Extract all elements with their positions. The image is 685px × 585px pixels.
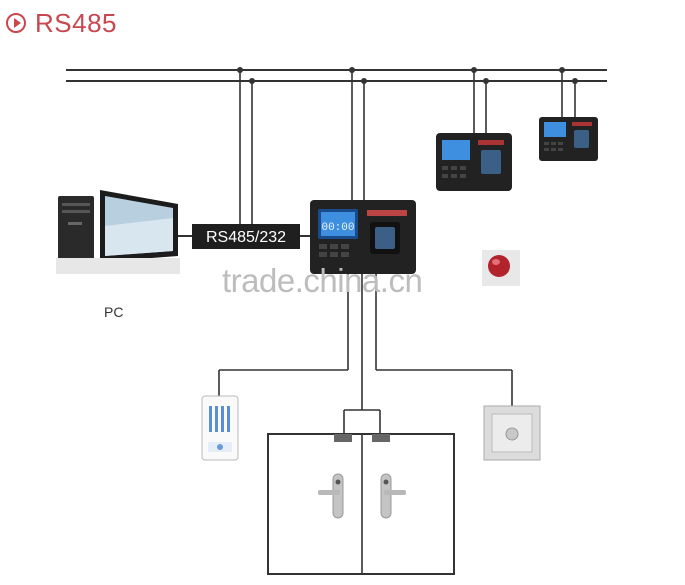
- pc-label: PC: [104, 304, 124, 320]
- doorbell-icon: [201, 395, 239, 461]
- rs485-232-converter: RS485/232: [178, 224, 312, 249]
- converter-label: RS485/232: [206, 229, 286, 246]
- fingerprint-terminal-main: 00:00: [310, 200, 416, 274]
- door-handle-icon: [380, 473, 406, 519]
- fingerprint-terminal-remote-2: [539, 117, 598, 161]
- fingerprint-terminal-remote-1: [436, 133, 512, 191]
- title-text: RS485: [35, 7, 117, 38]
- alarm-light-icon: [482, 250, 520, 286]
- bus-drops: [239, 70, 576, 224]
- exit-button-icon: [483, 405, 541, 461]
- double-door: [267, 433, 455, 575]
- watermark: trade.china.cn: [222, 262, 423, 299]
- play-circle-icon: [6, 13, 26, 33]
- diagram-title: RS485: [6, 6, 117, 40]
- svg-text:00:00: 00:00: [321, 222, 354, 234]
- lock-wiring: [218, 274, 513, 434]
- door-handle-icon: [318, 473, 344, 519]
- bus-junctions: [237, 67, 578, 84]
- pc-icon: [56, 190, 180, 274]
